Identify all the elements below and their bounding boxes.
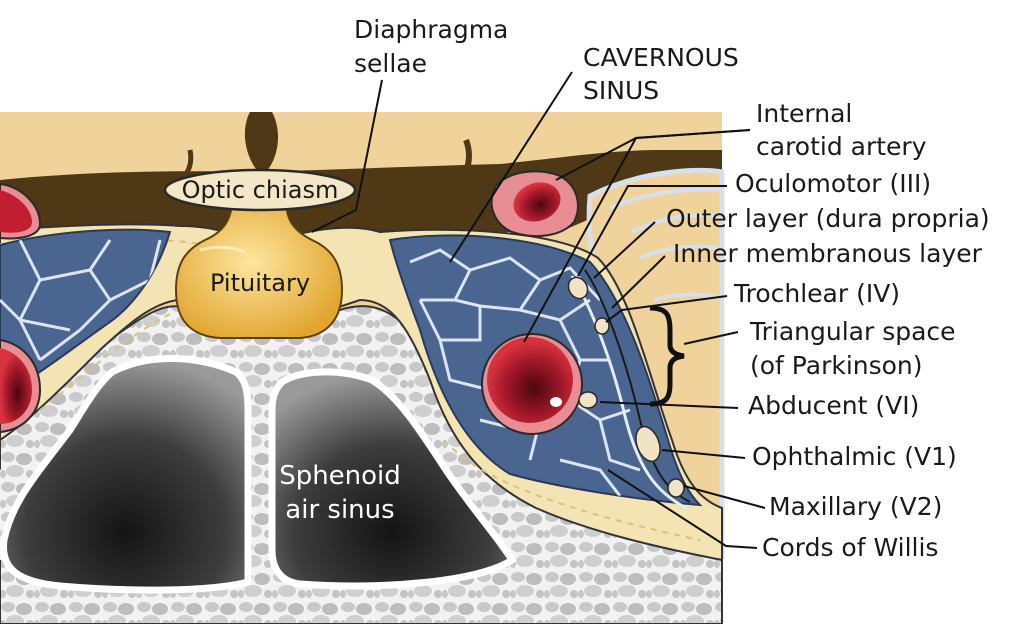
label-diaphragma-sellae-line2: sellae (354, 49, 427, 78)
internal-carotid-artery-left-upper (0, 182, 42, 240)
label-abducent: Abducent (VI) (748, 391, 919, 420)
label-cords-of-willis: Cords of Willis (762, 533, 938, 562)
trochlear-nerve (594, 317, 610, 335)
label-oculomotor: Oculomotor (III) (735, 169, 931, 198)
label-pituitary: Pituitary (210, 269, 310, 297)
label-inner-membranous-layer: Inner membranous layer (673, 239, 983, 268)
internal-carotid-artery-lower-right (481, 333, 583, 435)
pituitary-gland (174, 199, 344, 339)
sphenoid-air-sinus-right (268, 368, 517, 590)
label-triangular-space-line1: Triangular space (749, 317, 956, 346)
internal-carotid-artery-upper-right (490, 170, 579, 238)
label-sphenoid-line2: air sinus (285, 495, 394, 525)
label-internal-carotid-line2: carotid artery (756, 132, 927, 161)
oculomotor-nerve (567, 276, 589, 300)
inner-membranous-layer-line (570, 275, 687, 510)
abducent-nerve (578, 391, 598, 409)
optic-chiasm (163, 168, 357, 212)
triangular-space-brace (649, 305, 685, 407)
label-ophthalmic: Ophthalmic (V1) (752, 442, 957, 471)
label-trochlear: Trochlear (IV) (733, 279, 900, 308)
label-optic-chiasm: Optic chiasm (182, 176, 339, 204)
ophthalmic-nerve (635, 425, 661, 463)
label-diaphragma-sellae-line1: Diaphragma (354, 15, 508, 44)
label-sphenoid-line1: Sphenoid (279, 461, 401, 491)
leader-lines (311, 71, 766, 549)
label-cavernous-sinus-line2: SINUS (583, 76, 659, 105)
label-outer-layer: Outer layer (dura propria) (666, 204, 990, 233)
midline-fissure (244, 112, 278, 176)
internal-carotid-artery-left-lower (0, 338, 42, 434)
label-maxillary: Maxillary (V2) (769, 492, 942, 521)
label-internal-carotid-line1: Internal (756, 99, 852, 128)
label-cavernous-sinus-line1: CAVERNOUS (583, 43, 739, 72)
label-triangular-space-line2: (of Parkinson) (750, 351, 923, 380)
sphenoid-air-sinus-left (0, 355, 252, 594)
maxillary-nerve (667, 478, 685, 498)
